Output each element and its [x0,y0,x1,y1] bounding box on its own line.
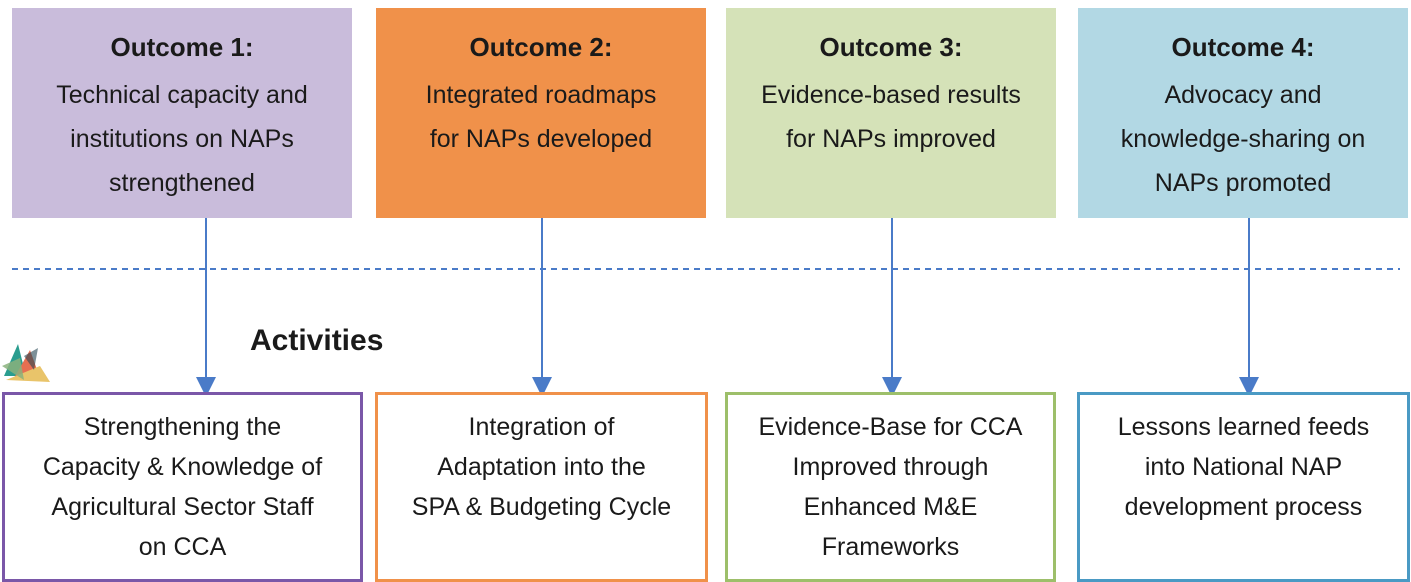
outcome-1-description: Technical capacity and institutions on N… [56,81,308,197]
outcome-4-title: Outcome 4: [1171,32,1315,62]
outcome-box-3: Outcome 3: Evidence-based results for NA… [726,8,1056,218]
outcome-2-title: Outcome 2: [469,32,613,62]
outcome-box-2: Outcome 2: Integrated roadmaps for NAPs … [376,8,706,218]
activity-box-1: Strengthening the Capacity & Knowledge o… [2,392,363,582]
outcome-3-title: Outcome 3: [819,32,963,62]
activity-box-2: Integration of Adaptation into the SPA &… [375,392,708,582]
colorful-leaf-logo-icon [2,344,50,382]
connector-layer [12,218,1400,397]
activities-heading: Activities [250,324,384,357]
outcome-3-description: Evidence-based results for NAPs improved [761,81,1021,153]
activity-box-3: Evidence-Base for CCA Improved through E… [725,392,1056,582]
activity-box-4: Lessons learned feeds into National NAP … [1077,392,1410,582]
outcome-box-4: Outcome 4: Advocacy and knowledge-sharin… [1078,8,1408,218]
outcome-1-title: Outcome 1: [110,32,254,62]
outcome-4-description: Advocacy and knowledge-sharing on NAPs p… [1120,81,1366,197]
outcome-2-description: Integrated roadmaps for NAPs developed [425,81,657,153]
outcome-box-1: Outcome 1: Technical capacity and instit… [12,8,352,218]
